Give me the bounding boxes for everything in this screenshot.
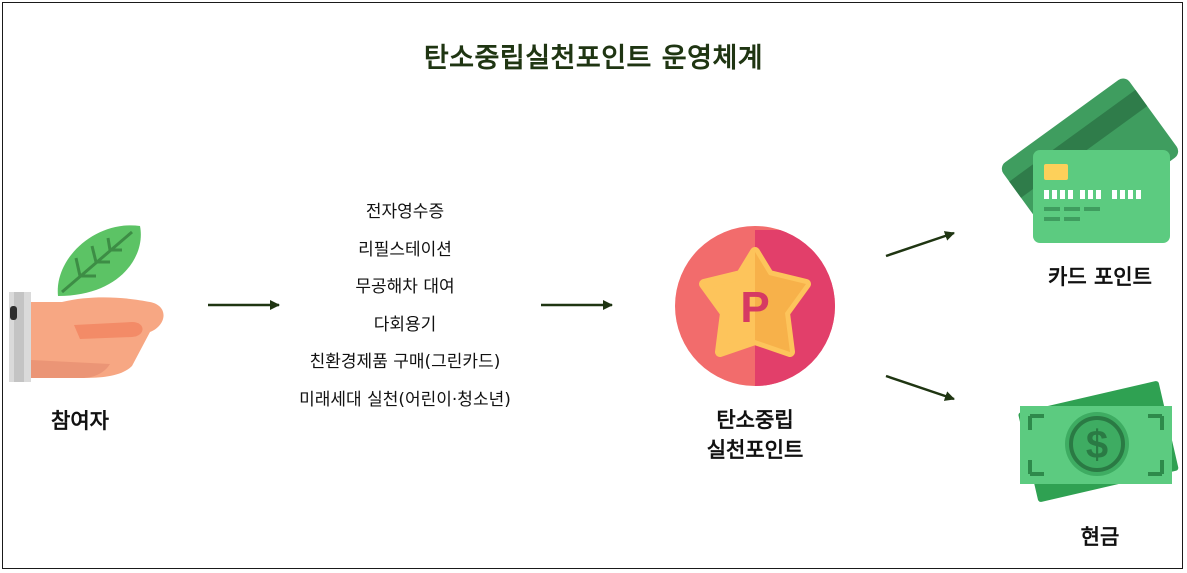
list-item: 전자영수증 (365, 202, 445, 222)
hand-holding-leaf-icon (9, 225, 164, 382)
arrow-points-to-card (885, 231, 955, 258)
list-item: 친환경제품 구매(그린카드) (309, 352, 501, 373)
point-badge-letter: P (740, 283, 769, 332)
cash-icon: $ (1018, 381, 1179, 502)
card-point-label: 카드 포인트 (1048, 265, 1152, 289)
cash-label: 현금 (1080, 525, 1120, 549)
points-label-line2: 실천포인트 (706, 438, 804, 462)
list-item: 미래세대 실천(어린이·청소년) (299, 389, 511, 410)
points-label-line1: 탄소중립 (716, 408, 794, 432)
activity-list: 전자영수증 리필스테이션 무공해차 대여 다회용기 친환경제품 구매(그린카드)… (270, 197, 540, 423)
arrow-points-to-cash (885, 374, 955, 401)
credit-card-icon (1001, 78, 1179, 243)
participant-label: 참여자 (51, 409, 109, 433)
point-star-icon: P (675, 226, 835, 386)
list-item: 무공해차 대여 (355, 277, 455, 298)
list-item: 리필스테이션 (358, 239, 452, 260)
cash-symbol: $ (1086, 423, 1108, 467)
points-label: 탄소중립 실천포인트 (675, 405, 835, 465)
list-item: 다회용기 (373, 314, 437, 335)
diagram-title: 탄소중립실천포인트 운영체계 (423, 43, 764, 74)
